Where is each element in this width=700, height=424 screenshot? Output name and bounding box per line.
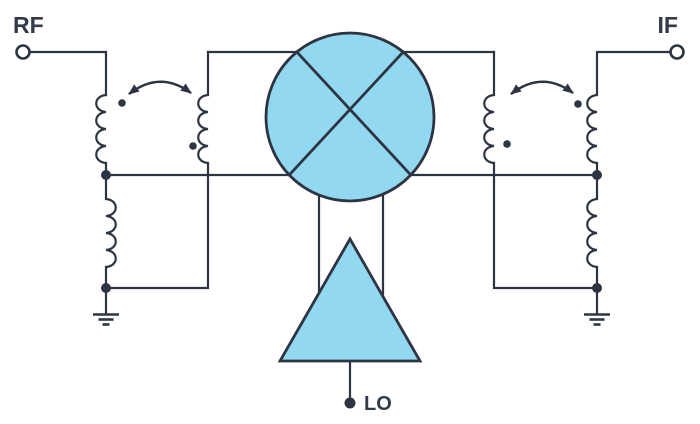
if-shunt-coil [586,197,599,269]
ground-right-icon [584,313,610,326]
wire-right-secondary-bottom [492,161,599,290]
polarity-dot [574,100,582,108]
mixer-x-stroke [287,50,406,177]
mixer-x-stroke [294,50,413,177]
if-label: IF [658,12,678,38]
rf-label: RF [13,12,44,38]
lo-node-dot [344,397,356,409]
wire-rf-to-primary [28,50,108,97]
lo-buffer-amplifier [277,236,423,409]
coupling-arrow-right-icon [510,80,574,95]
if-primary-coil [586,93,599,165]
lo-label: LO [364,393,392,415]
mixer-circle [264,31,436,203]
junction-dots [101,170,602,293]
wires [28,50,672,400]
coupling-arrow-left-icon [128,80,192,95]
mixer-multiplier [264,31,436,203]
polarity-dot [118,99,126,107]
junction-dot [101,170,111,180]
polarity-dot [503,140,511,148]
wire-left-secondary-bottom [104,161,210,290]
rf-shunt-coil [104,197,117,269]
mixer-x-icon [287,50,413,177]
if-secondary-coil [483,93,496,165]
junction-dot [592,170,602,180]
if-balun-transformer [483,80,599,269]
polarity-dot [189,142,197,150]
amplifier-triangle [277,236,423,363]
rf-terminal [15,44,31,60]
rf-secondary-coil [197,93,210,165]
wire-if-to-primary [595,50,672,97]
junction-dot [592,283,602,293]
junction-dot [101,283,111,293]
if-terminal [669,44,685,60]
rf-balun-transformer [95,80,210,269]
rf-primary-coil [95,93,108,165]
ground-left-icon [93,313,119,326]
